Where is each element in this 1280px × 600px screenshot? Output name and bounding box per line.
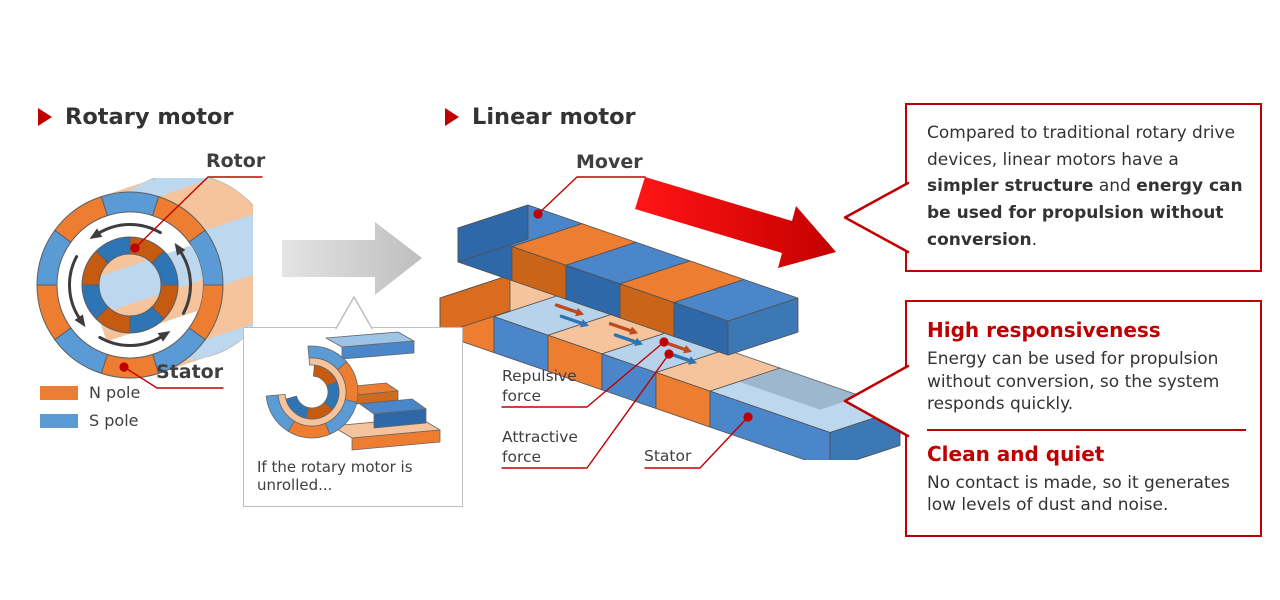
callout-top-b2: energy can be used for propulsion withou… xyxy=(927,176,1243,250)
attractive-force-label: Attractive force xyxy=(502,428,578,466)
clean-quiet-body: No contact is made, so it generates low … xyxy=(927,472,1230,516)
callout-top-t3: . xyxy=(1031,229,1037,250)
unroll-illustration xyxy=(265,331,441,451)
n-pole-swatch-icon xyxy=(40,385,78,400)
linear-motor-title: Linear motor xyxy=(445,104,636,130)
linear-motor-title-text: Linear motor xyxy=(472,104,636,130)
mover-label: Mover xyxy=(576,151,643,173)
rotary-stator-label: Stator xyxy=(156,361,224,383)
section-bullet-icon xyxy=(445,108,459,126)
callout-top-b1: simpler structure xyxy=(927,176,1094,197)
n-pole-label: N pole xyxy=(89,383,141,402)
callout-divider xyxy=(927,428,1246,431)
unroll-callout: If the rotary motor is unrolled... xyxy=(243,327,463,507)
high-responsiveness-heading: High responsiveness xyxy=(927,318,1161,342)
s-pole-label: S pole xyxy=(89,411,139,430)
rotary-motor-title-text: Rotary motor xyxy=(65,104,234,130)
legend-row-n-pole: N pole xyxy=(40,383,140,402)
callout-top-text: Compared to traditional rotary drive dev… xyxy=(927,120,1248,253)
clean-quiet-heading: Clean and quiet xyxy=(927,441,1105,466)
transform-arrow-icon xyxy=(282,222,422,295)
high-responsiveness-body: Energy can be used for propulsion withou… xyxy=(927,349,1220,415)
callout-linear-advantages: Compared to traditional rotary drive dev… xyxy=(905,103,1262,272)
linear-stator-label: Stator xyxy=(644,447,692,465)
rotary-motor-illustration xyxy=(36,178,253,379)
repulsive-force-label: Repulsive force xyxy=(502,367,577,405)
rotor-label: Rotor xyxy=(206,150,266,172)
s-pole-swatch-icon xyxy=(40,413,78,428)
unroll-caption: If the rotary motor is unrolled... xyxy=(257,458,413,495)
section-bullet-icon xyxy=(38,108,52,126)
pole-legend: N pole S pole xyxy=(40,383,140,439)
callout-top-t1: Compared to traditional rotary drive dev… xyxy=(927,123,1236,170)
rotary-motor-title: Rotary motor xyxy=(38,104,234,130)
callout-top-t2: and xyxy=(1093,176,1137,197)
legend-row-s-pole: S pole xyxy=(40,411,140,430)
callout-benefits: High responsiveness Energy can be used f… xyxy=(905,300,1262,537)
